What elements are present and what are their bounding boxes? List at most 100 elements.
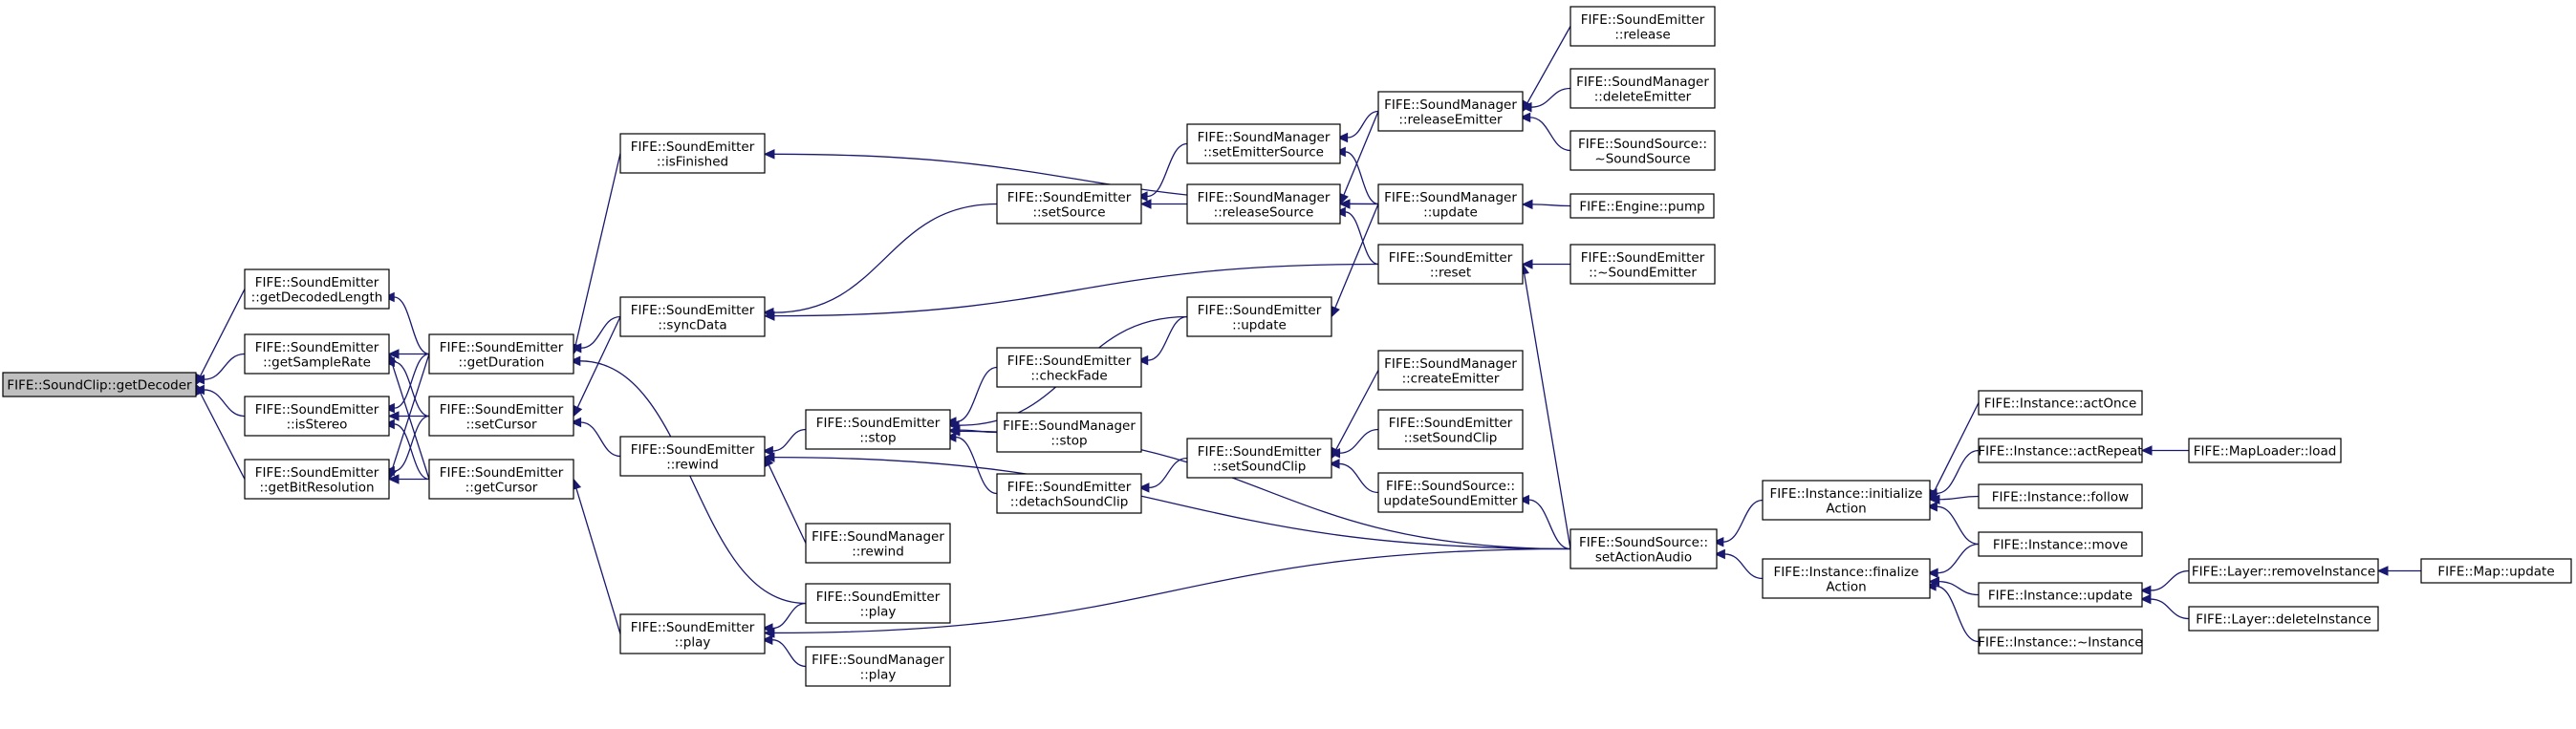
node-ss-dtor[interactable]: FIFE::SoundSource::~SoundSource [1569,130,1716,171]
edge-line [1343,111,1379,196]
edge-remove-instance-to-inst-update [2139,569,2190,596]
node-delete-emitter[interactable]: FIFE::SoundManager::deleteEmitter [1569,68,1716,109]
node-se-set-sound-clip2[interactable]: FIFE::SoundEmitter::setSoundClip [1377,409,1524,450]
node-get-bit-resolution[interactable]: FIFE::SoundEmitter::getBitResolution [244,459,390,500]
node-box [244,333,390,375]
node-label: ::release [1614,27,1670,42]
edge-arrowhead [763,628,775,638]
node-move[interactable]: FIFE::Instance::move [1978,531,2143,557]
node-label: FIFE::Map::update [2437,565,2554,580]
node-label: ::~SoundEmitter [1589,265,1697,280]
node-is-stereo[interactable]: FIFE::SoundEmitter::isStereo [244,396,390,437]
node-map-update[interactable]: FIFE::Map::update [2420,558,2572,584]
node-sm-rewind[interactable]: FIFE::SoundManager::rewind [805,523,951,564]
node-label: FIFE::SoundManager [1198,130,1331,145]
edge-arrowhead [1136,191,1148,202]
edge-line [1339,462,1379,494]
edge-arrowhead [761,634,773,645]
node-get-decoded-length[interactable]: FIFE::SoundEmitter::getDecodedLength [244,268,390,310]
node-release-emitter[interactable]: FIFE::SoundManager::releaseEmitter [1377,91,1524,132]
node-sync-data[interactable]: FIFE::SoundEmitter::syncData [619,296,766,337]
edge-line [773,456,1571,550]
node-get-sample-rate[interactable]: FIFE::SoundEmitter::getSampleRate [244,333,390,375]
node-box [1377,409,1524,450]
edge-line [1524,273,1571,549]
node-box [996,412,1142,453]
node-is-finished[interactable]: FIFE::SoundEmitter::isFinished [619,133,766,174]
edge-map-update-to-remove-instance [2376,566,2422,576]
node-se-dtor[interactable]: FIFE::SoundEmitter::~SoundEmitter [1569,244,1716,285]
node-box [619,296,766,337]
node-create-emitter[interactable]: FIFE::SoundManager::createEmitter [1377,350,1524,391]
edge-line [1936,585,1980,643]
node-rewind[interactable]: FIFE::SoundEmitter::rewind [619,436,766,477]
node-get-duration[interactable]: FIFE::SoundEmitter::getDuration [428,333,574,375]
edge-arrowhead [193,374,205,385]
node-maploader-load[interactable]: FIFE::MapLoader::load [2188,438,2342,463]
node-label: ~SoundSource [1594,151,1690,166]
edge-line [200,393,246,480]
node-label: ::rewind [852,544,904,559]
node-box [1569,193,1715,219]
node-inst-dtor[interactable]: FIFE::Instance::~Instance [1978,629,2143,654]
node-delete-instance[interactable]: FIFE::Layer::deleteInstance [2188,606,2379,632]
node-label: FIFE::SoundClip::getDecoder [7,378,192,394]
node-inst-update[interactable]: FIFE::Instance::update [1978,582,2143,608]
node-set-emitter-source[interactable]: FIFE::SoundManager::setEmitterSource [1186,123,1341,164]
call-graph-edges [193,26,2422,668]
edge-se-play-mid-to-se-play-left [761,602,807,633]
edge-arrowhead [763,311,775,321]
edge-line [1146,142,1188,198]
node-se-update[interactable]: FIFE::SoundEmitter::update [1186,296,1332,337]
edge-se-play-mid-to-get-duration [569,355,807,605]
node-act-repeat[interactable]: FIFE::Instance::actRepeat [1978,438,2143,463]
node-box [244,268,390,310]
edge-line [1529,117,1571,152]
node-se-release[interactable]: FIFE::SoundEmitter::release [1569,6,1716,47]
edge-arrowhead [569,355,581,367]
node-sm-play[interactable]: FIFE::SoundManager::play [805,646,951,687]
edge-line [391,354,430,471]
node-follow[interactable]: FIFE::Instance::follow [1978,483,2143,509]
node-box [1377,350,1524,391]
node-sm-update[interactable]: FIFE::SoundManager::update [1377,183,1524,225]
node-label: FIFE::Instance::actRepeat [1978,444,2142,460]
node-get-cursor[interactable]: FIFE::SoundEmitter::getCursor [428,459,574,500]
edge-detach-sound-clip-to-se-stop [944,432,998,495]
node-se-play-mid[interactable]: FIFE::SoundEmitter::play [805,583,951,624]
node-label: ::syncData [658,317,726,332]
node-label: FIFE::SoundSource:: [1386,479,1515,494]
node-se-stop[interactable]: FIFE::SoundEmitter::stop [805,409,951,450]
node-set-cursor[interactable]: FIFE::SoundEmitter::setCursor [428,396,574,437]
node-sm-stop[interactable]: FIFE::SoundManager::stop [996,412,1142,453]
node-release-source[interactable]: FIFE::SoundManager::releaseSource [1186,183,1341,225]
node-update-sound-emitter[interactable]: FIFE::SoundSource::updateSoundEmitter [1377,472,1524,513]
edge-line [580,315,621,349]
node-box [619,613,766,654]
node-label: FIFE::SoundEmitter [631,139,755,155]
node-box [1377,244,1524,285]
node-engine-pump[interactable]: FIFE::Engine::pump [1569,193,1715,219]
node-label: FIFE::Instance::finalize [1774,565,1919,580]
node-se-reset[interactable]: FIFE::SoundEmitter::reset [1377,244,1524,285]
node-se-play-left[interactable]: FIFE::SoundEmitter::play [619,613,766,654]
node-detach-sound-clip[interactable]: FIFE::SoundEmitter::detachSoundClip [996,473,1142,514]
edge-arrowhead [948,426,961,437]
node-check-fade[interactable]: FIFE::SoundEmitter::checkFade [996,347,1142,388]
edge-get-sample-rate-to-get-decoder [193,353,246,385]
node-set-action-audio[interactable]: FIFE::SoundSource::setActionAudio [1569,528,1718,569]
node-label: FIFE::SoundEmitter [440,465,564,481]
node-box [1978,531,2143,557]
node-remove-instance[interactable]: FIFE::Layer::removeInstance [2188,558,2379,584]
edge-sm-play-to-se-play-left [761,634,807,668]
node-set-sound-clip[interactable]: FIFE::SoundEmitter::setSoundClip [1186,438,1332,479]
node-label: Action [1826,501,1866,516]
node-set-source[interactable]: FIFE::SoundEmitter::setSource [996,183,1142,225]
edge-inst-dtor-to-finalize-action [1924,581,1980,643]
node-act-once[interactable]: FIFE::Instance::actOnce [1978,390,2143,416]
node-get-decoder[interactable]: FIFE::SoundClip::getDecoder [2,372,197,397]
edge-finalize-action-to-set-action-audio [1714,548,1764,580]
node-box [996,347,1142,388]
